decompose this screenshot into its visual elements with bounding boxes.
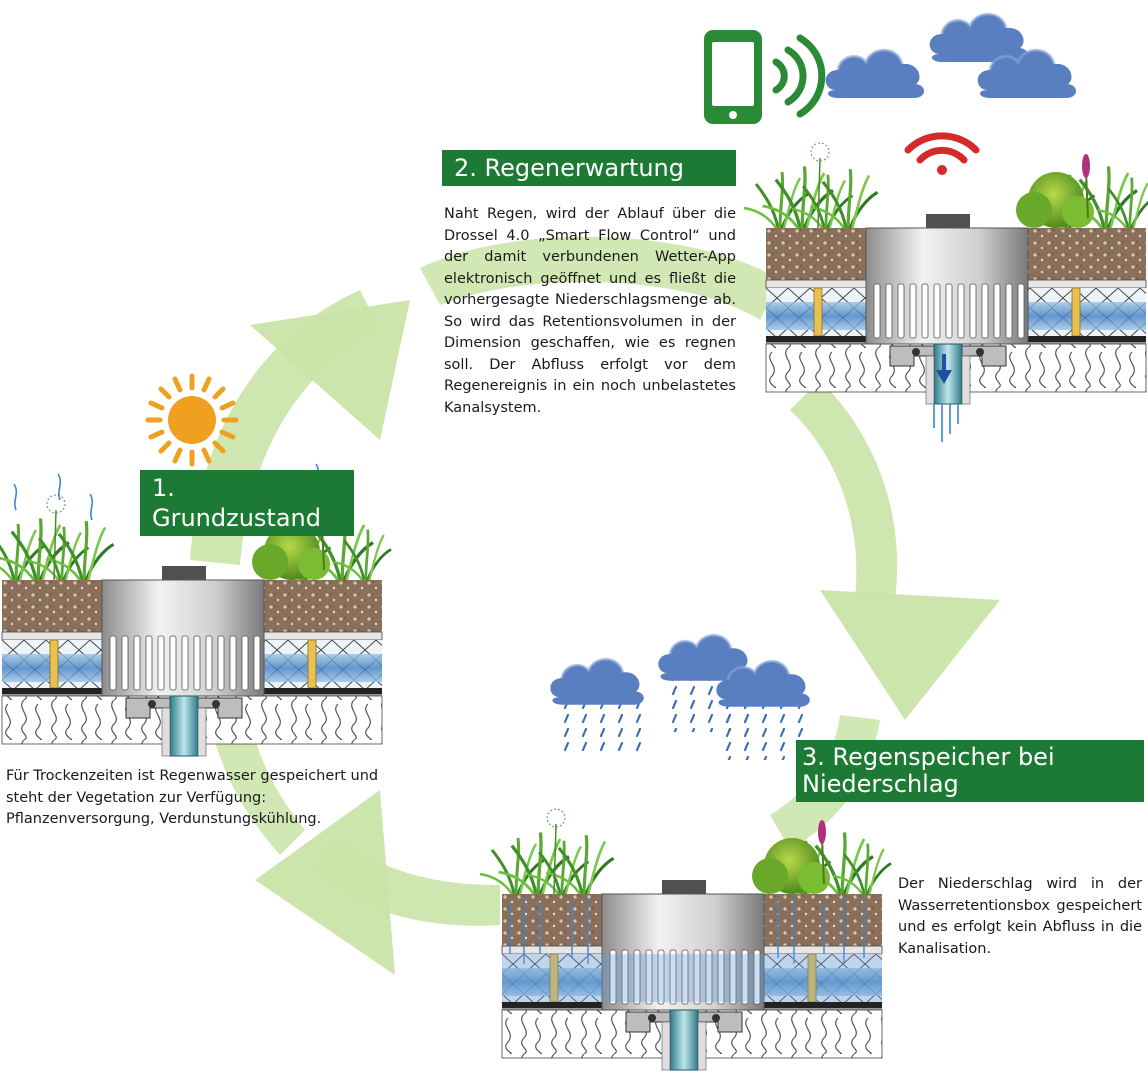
rain-cloud-icon <box>714 659 812 760</box>
step-1-title: 1. Grundzustand <box>140 470 354 536</box>
roof-section-regenerwartung <box>744 143 1148 442</box>
cloud-icon <box>928 12 1030 64</box>
step-3-text: Der Niederschlag wird in der Wasserreten… <box>898 876 1142 957</box>
cloud-icon <box>824 48 926 100</box>
signal-waves-icon <box>772 34 826 118</box>
sun-icon <box>148 376 236 464</box>
step-3-title: 3. Regenspeicher bei Niederschlag <box>796 740 1144 802</box>
step-3-title-line-2: Niederschlag <box>802 770 959 798</box>
step-1-text: Für Trockenzeiten ist Regenwasser gespei… <box>6 768 379 827</box>
step-2-text: Naht Regen, wird der Ablauf über die Dro… <box>444 206 736 416</box>
roof-section-regenspeicher <box>480 809 891 1070</box>
wifi-signal-icon <box>904 132 980 175</box>
step-3-title-line-1: 3. Regenspeicher bei <box>802 743 1055 771</box>
step-2-title: 2. Regenerwartung <box>442 150 736 186</box>
rain-cloud-icon <box>548 657 646 756</box>
smartphone-icon <box>704 30 762 124</box>
